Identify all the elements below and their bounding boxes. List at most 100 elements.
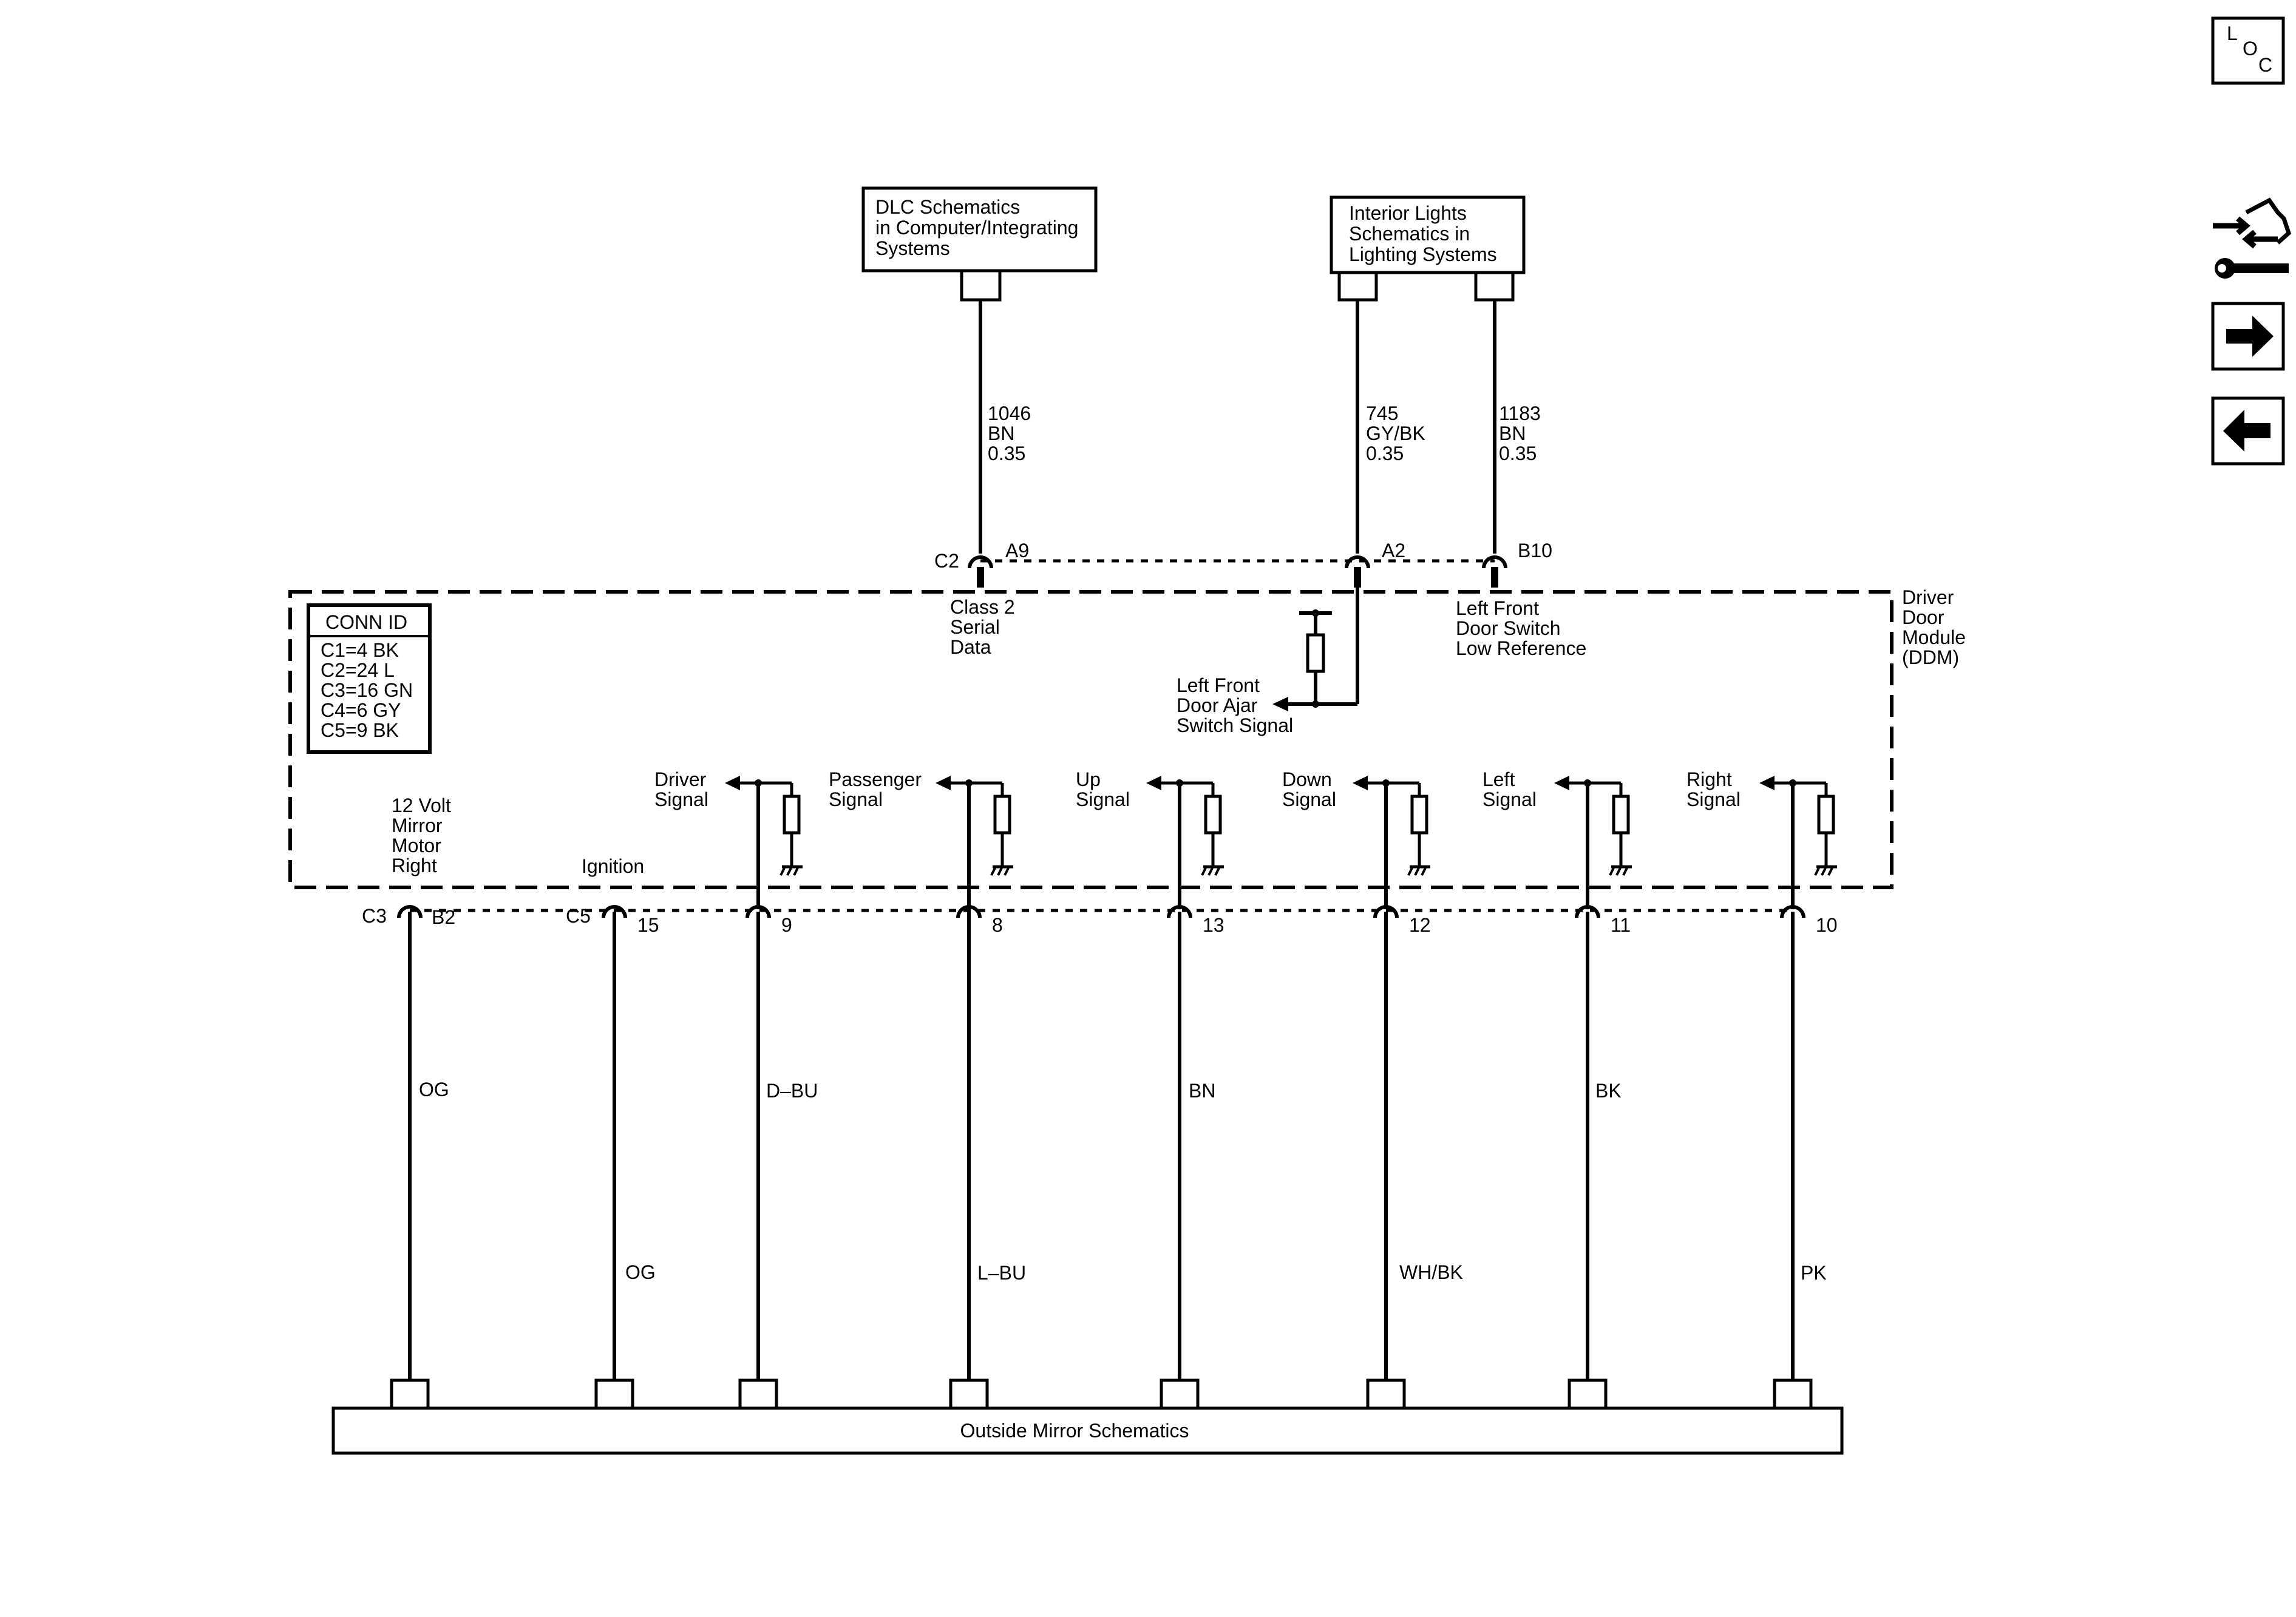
svg-text:Right: Right [392,855,437,876]
pin-a9: A9 [1005,540,1029,561]
pin-label: 15 [637,914,659,936]
conn-id-row: C4=6 GY [321,699,401,721]
svg-text:Motor: Motor [392,835,441,856]
door-ajar-switch-signal-label: Left Front Door Ajar Switch Signal [1177,674,1293,736]
svg-text:1046: 1046 [988,402,1031,424]
loc-c: C [2258,54,2272,76]
door-switch-low-reference-label: Left Front Door Switch Low Reference [1456,597,1586,659]
svg-text:Serial: Serial [950,616,1000,638]
svg-text:1183: 1183 [1499,402,1541,424]
svg-text:Low Reference: Low Reference [1456,637,1586,659]
interior-line-3: Lighting Systems [1349,243,1497,265]
wire-color-label: D–BU [766,1080,818,1102]
module-boundary [288,590,1894,889]
pin-a2: A2 [1382,540,1405,561]
svg-text:Door Ajar: Door Ajar [1177,694,1258,716]
wire-745-label: 745 GY/BK 0.35 [1366,402,1425,464]
pin-label: B2 [432,906,455,928]
next-page-button[interactable] [2211,302,2285,371]
signal-label: Left [1483,768,1515,790]
conn-id-row: C5=9 BK [321,719,399,741]
signal-label: Signal [1076,788,1130,810]
conn-id-row: C1=4 BK [321,639,399,661]
pin-label: 11 [1611,914,1631,936]
signal-circuits: DriverSignalPassengerSignalUpSignalDownS… [654,768,1837,909]
svg-text:Class 2: Class 2 [950,596,1015,618]
svg-text:Left Front: Left Front [1456,597,1539,619]
dlc-line-2: in Computer/Integrating [875,217,1078,239]
svg-text:Left Front: Left Front [1177,674,1260,696]
svg-text:Ignition: Ignition [582,855,644,877]
conn-id-row: C2=24 L [321,659,395,681]
svg-text:BN: BN [988,422,1014,444]
wire-color-label: L–BU [977,1262,1026,1284]
wire-color-label: WH/BK [1399,1261,1463,1283]
module-name-label: Driver Door Module (DDM) [1902,586,1966,668]
wire-color-label: BN [1189,1080,1215,1102]
pin-label: 13 [1203,914,1224,936]
svg-text:Door Switch: Door Switch [1456,617,1561,639]
signal-label: Signal [654,788,708,810]
pin-label: 12 [1409,914,1431,936]
connector-c5-label: C5 [566,905,591,927]
mirror-motor-label: 12 Volt Mirror Motor Right [392,795,451,876]
svg-text:Module: Module [1902,626,1966,648]
svg-text:0.35: 0.35 [988,442,1025,464]
arrows-wrench-icon[interactable] [2213,197,2292,279]
pin-label: 10 [1816,914,1838,936]
ignition-label: Ignition [582,855,644,877]
pin-label: 9 [781,914,792,936]
top-connector-c2: C2 A9 A2 B10 [934,540,1552,588]
signal-label: Signal [829,788,883,810]
pin-b10: B10 [1518,540,1552,561]
signal-label: Up [1076,768,1101,790]
previous-page-button[interactable] [2211,396,2285,466]
dlc-line-3: Systems [875,237,950,259]
door-ajar-circuit [1272,588,1359,711]
outside-mirror-label: Outside Mirror Schematics [960,1420,1189,1442]
signal-label: Down [1282,768,1332,790]
svg-text:Mirror: Mirror [392,815,443,836]
wire-color-label: OG [419,1079,449,1100]
signal-label: Signal [1282,788,1336,810]
top-wires [979,300,1496,554]
connector-c3-label: C3 [362,905,387,927]
wire-1183-label: 1183 BN 0.35 [1499,402,1541,464]
svg-text:(DDM): (DDM) [1902,646,1959,668]
svg-text:BN: BN [1499,422,1526,444]
interior-line-2: Schematics in [1349,223,1470,245]
signal-label: Signal [1686,788,1741,810]
outside-mirror-schematics-link[interactable]: Outside Mirror Schematics [331,1406,1844,1455]
bottom-wire: 8L–BU [949,905,1026,1408]
class2-serial-data-label: Class 2 Serial Data [950,596,1015,658]
conn-id-row: C3=16 GN [321,679,413,701]
svg-text:0.35: 0.35 [1499,442,1537,464]
interior-lights-schematics-link[interactable]: Interior Lights Schematics in Lighting S… [1330,195,1526,274]
arrow-right-icon [2226,316,2274,357]
loc-l: L [2227,22,2238,44]
top-box-stubs [960,271,1515,302]
dlc-line-1: DLC Schematics [875,196,1020,218]
dlc-schematics-link[interactable]: DLC Schematics in Computer/Integrating S… [861,186,1098,273]
loc-button[interactable]: L O C [2211,16,2285,85]
interior-line-1: Interior Lights [1349,202,1467,224]
svg-text:Data: Data [950,636,991,658]
wire-1046-label: 1046 BN 0.35 [988,402,1031,464]
signal-label: Right [1686,768,1732,790]
svg-text:GY/BK: GY/BK [1366,422,1425,444]
svg-text:0.35: 0.35 [1366,442,1404,464]
svg-text:12 Volt: 12 Volt [392,795,451,816]
bottom-wire: 9D–BU [738,905,818,1408]
